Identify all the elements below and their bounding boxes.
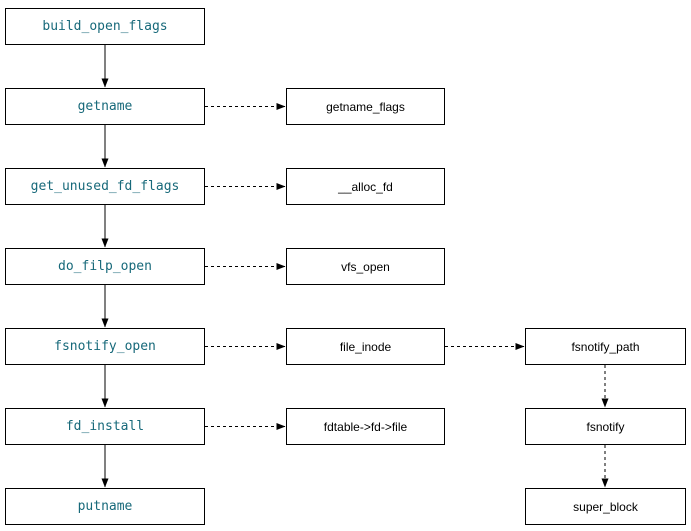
node-label: getname_flags xyxy=(326,99,405,114)
node-label: __alloc_fd xyxy=(338,179,393,194)
node-label: putname xyxy=(77,499,133,514)
node-fsnotify-path: fsnotify_path xyxy=(525,328,686,365)
node-fdtable-fd-file: fdtable->fd->file xyxy=(286,408,445,445)
node-build-open-flags: build_open_flags xyxy=(5,8,205,45)
node-get-unused-fd-flags: get_unused_fd_flags xyxy=(5,168,205,205)
node-file-inode: file_inode xyxy=(286,328,445,365)
node-alloc-fd: __alloc_fd xyxy=(286,168,445,205)
node-super-block: super_block xyxy=(525,488,686,525)
node-do-filp-open: do_filp_open xyxy=(5,248,205,285)
node-label: fsnotify_path xyxy=(571,339,640,354)
node-putname: putname xyxy=(5,488,205,525)
node-getname-flags: getname_flags xyxy=(286,88,445,125)
node-vfs-open: vfs_open xyxy=(286,248,445,285)
node-fd-install: fd_install xyxy=(5,408,205,445)
node-label: get_unused_fd_flags xyxy=(30,179,180,194)
node-getname: getname xyxy=(5,88,205,125)
node-label: file_inode xyxy=(339,339,392,354)
node-label: getname xyxy=(77,99,133,114)
node-label: fd_install xyxy=(65,419,145,434)
node-label: build_open_flags xyxy=(42,19,168,34)
node-fsnotify: fsnotify xyxy=(525,408,686,445)
node-label: super_block xyxy=(573,499,638,514)
node-label: do_filp_open xyxy=(58,259,152,274)
node-label: fsnotify_open xyxy=(54,339,156,354)
node-label: fsnotify xyxy=(586,419,625,434)
node-fsnotify-open: fsnotify_open xyxy=(5,328,205,365)
node-label: vfs_open xyxy=(341,259,390,274)
node-label: fdtable->fd->file xyxy=(323,419,408,434)
